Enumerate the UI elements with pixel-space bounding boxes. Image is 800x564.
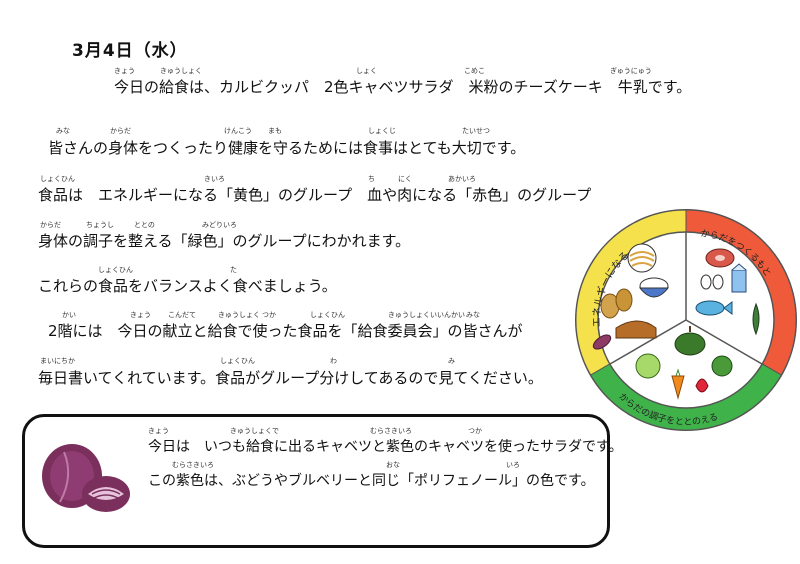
ruby: ととの	[134, 221, 155, 229]
ruby: むらさきいろ	[370, 427, 412, 435]
ruby: きょう	[130, 311, 151, 319]
body-line: 身体の調子を整える「緑色」のグループにわかれます。	[38, 232, 411, 250]
strawberry-icon	[695, 378, 709, 393]
ruby: むらさきいろ	[172, 461, 214, 469]
ruby: しょくひん	[310, 311, 345, 319]
ruby: ちょうし	[86, 221, 114, 229]
ruby: わ	[330, 357, 337, 365]
ruby: たいせつ	[462, 127, 490, 135]
ruby: にく	[398, 175, 412, 183]
ruby: しょくじ	[368, 127, 396, 135]
body-line: 皆さんの身体をつくったり健康を守るためには食事はとても大切です。	[48, 139, 526, 157]
ruby: あかいろ	[448, 175, 476, 183]
ruby: しょくひん	[40, 175, 75, 183]
ruby: きゅうしょく	[230, 427, 272, 435]
ruby: みな	[56, 127, 70, 135]
ruby: きょう	[148, 427, 169, 435]
body-line: 毎日書いてくれています。食品がグループ分けしてあるので見てください。	[38, 369, 543, 387]
fish-icon	[695, 300, 733, 316]
ruby: からだ	[40, 221, 61, 229]
broccoli-icon	[711, 355, 733, 377]
rice-bowl-icon	[638, 277, 670, 298]
intro-text: 今日の給食は、カルビクッパ 2色キャベツサラダ 米粉のチーズケーキ 牛乳です。	[114, 78, 692, 96]
body-line: 食品は エネルギーになる「黄色」のグループ 血や肉になる「赤色」のグループ	[38, 186, 592, 204]
ruby: きゅうしょくいいんかい	[388, 311, 465, 319]
ruby: みな	[466, 311, 480, 319]
sweet-potato-icon	[592, 334, 612, 350]
date-heading: 3月4日（水）	[72, 41, 188, 61]
ruby: きょう	[114, 67, 135, 75]
ruby: こんだて	[168, 311, 196, 319]
bread-icon	[615, 320, 657, 339]
ruby: まいにちか	[40, 357, 75, 365]
note-box	[22, 414, 610, 548]
red-cabbage-image	[42, 444, 130, 512]
carrot-icon	[671, 368, 685, 400]
ruby: つか	[468, 427, 482, 435]
egg-icon	[700, 274, 724, 290]
seaweed-icon	[752, 302, 760, 336]
meat-icon	[705, 248, 735, 268]
ruby: けんこう	[224, 127, 252, 135]
ruby: まも	[268, 127, 282, 135]
cabbage-icon	[635, 353, 661, 379]
note-line: 今日は いつも給食に出るキャベツと紫色のキャベツを使ったサラダです。	[148, 439, 623, 455]
noodles-icon	[627, 243, 657, 273]
ruby: しょくひん	[220, 357, 255, 365]
ruby: きいろ	[204, 175, 225, 183]
note-line: この紫色は、ぶどうやブルベリーと同じ「ポリフェノール」の色です。	[148, 473, 595, 489]
ruby: つか	[262, 311, 276, 319]
ruby: こめこ	[464, 67, 485, 75]
ruby: きゅうしょく	[218, 311, 260, 319]
ruby: いろ	[506, 461, 520, 469]
ruby: からだ	[110, 127, 131, 135]
ruby: かい	[62, 311, 76, 319]
milk-carton-icon	[731, 263, 747, 293]
food-group-wheel: エネルギーになる からだをつくるもと からだの調子をととのえる	[575, 209, 797, 431]
ruby: ぎゅうにゅう	[610, 67, 652, 75]
ruby: みどりいろ	[202, 221, 237, 229]
ruby: み	[448, 357, 455, 365]
potato-icon	[600, 288, 633, 319]
ruby: ち	[368, 175, 375, 183]
ruby: で	[272, 427, 279, 435]
pumpkin-icon	[674, 326, 706, 356]
body-line: これらの食品をバランスよく食べましょう。	[38, 277, 337, 295]
ruby: た	[230, 266, 237, 274]
ruby: きゅうしょく	[160, 67, 202, 75]
ruby: しょくひん	[98, 266, 133, 274]
ruby: おな	[386, 461, 400, 469]
ruby: しょく	[356, 67, 377, 75]
body-line: 2階には 今日の献立と給食で使った食品を「給食委員会」の皆さんが	[48, 322, 523, 340]
